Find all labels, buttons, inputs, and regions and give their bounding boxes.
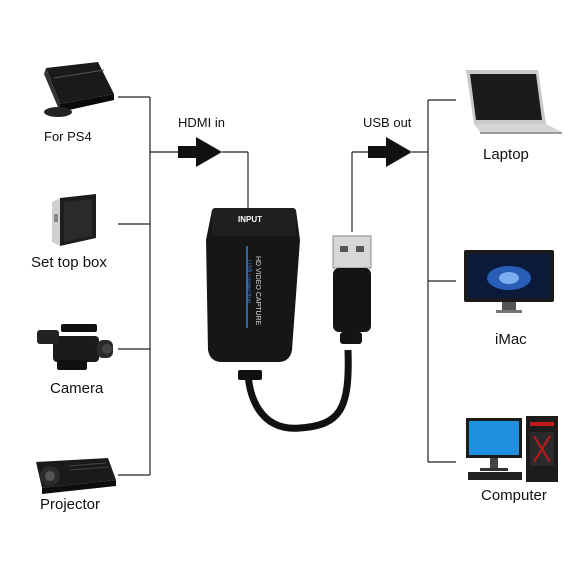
laptop-label: Laptop [483,146,529,163]
camera-label: Camera [50,380,104,397]
desktop-computer-icon [466,416,558,482]
computer-label: Computer [481,487,547,504]
capture-device-icon: INPUT HD VIDEO CAPTURE USB connection [206,208,372,432]
brand-subtext: USB connection [245,260,251,303]
brand-text: HD VIDEO CAPTURE [254,256,261,326]
imac-label: iMac [495,331,527,348]
input-port-label: INPUT [238,215,262,224]
ps4-label: For PS4 [44,129,92,144]
projector-label: Projector [40,496,101,513]
hdmi-arrow [178,137,222,167]
imac-icon [464,250,554,313]
laptop-icon [466,70,562,134]
hdmi-in-label: HDMI in [178,115,225,130]
ps4-console-icon [44,62,114,117]
set-top-box-icon [52,194,96,246]
set-top-box-label: Set top box [31,254,107,271]
camcorder-icon [37,324,113,370]
usb-out-label: USB out [363,115,412,130]
usb-arrow [368,137,412,167]
projector-icon [36,458,116,494]
